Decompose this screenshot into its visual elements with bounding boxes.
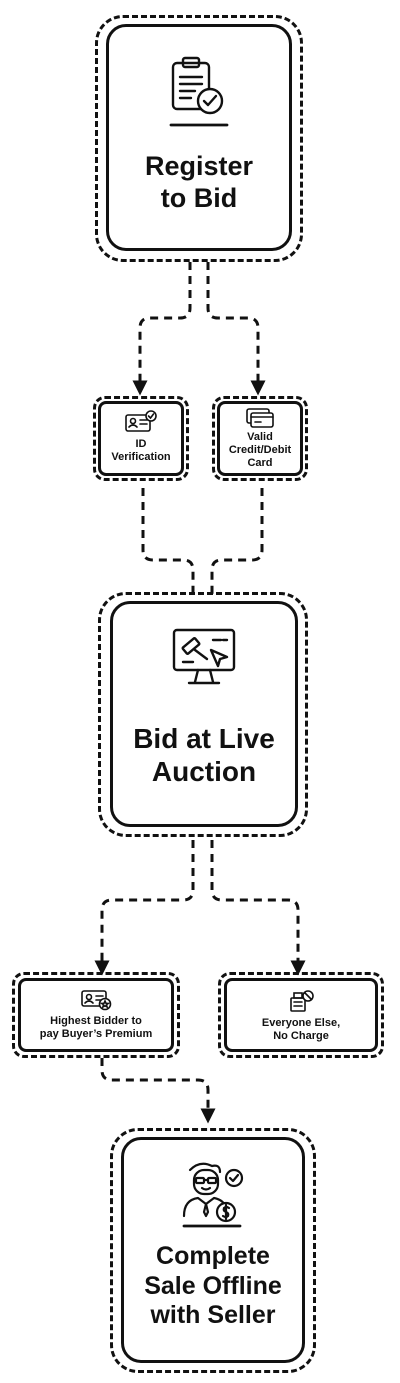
connector-bid-right [210, 840, 306, 976]
highest-bidder-label: Highest Bidder to pay Buyer’s Premium [39, 1015, 153, 1041]
connector-id-to-bid [141, 488, 195, 595]
connector-register-left [132, 262, 192, 396]
register-outer-frame [95, 15, 303, 262]
id-verification-box: ID Verification [98, 401, 184, 476]
complete-sale-box: Complete Sale Offline with Seller [121, 1137, 305, 1363]
no-charge-icon [287, 989, 315, 1013]
everyone-else-box: Everyone Else, No Charge [224, 978, 378, 1052]
businessman-dollar-icon [178, 1158, 248, 1230]
id-verification-outer-frame [93, 396, 189, 481]
register-label: Register to Bid [144, 151, 254, 213]
highest-bidder-outer-frame [12, 972, 180, 1058]
credit-card-outer-frame [212, 396, 308, 481]
complete-sale-label: Complete Sale Offline with Seller [144, 1242, 282, 1329]
bid-live-label: Bid at Live Auction [133, 723, 275, 788]
register-box: Register to Bid [106, 24, 292, 251]
clipboard-check-icon [167, 51, 231, 131]
gavel-monitor-icon [171, 626, 237, 692]
connector-register-right [206, 262, 266, 396]
connector-highest-to-complete [100, 1058, 216, 1124]
connector-card-to-bid [210, 488, 264, 595]
everyone-else-outer-frame [218, 972, 384, 1058]
id-card-check-icon [124, 410, 158, 434]
bid-live-box: Bid at Live Auction [110, 601, 298, 827]
credit-card-box: Valid Credit/Debit Card [217, 401, 303, 476]
complete-sale-outer-frame [110, 1128, 316, 1373]
highest-bidder-box: Highest Bidder to pay Buyer’s Premium [18, 978, 174, 1052]
bid-live-outer-frame [98, 592, 308, 837]
everyone-else-label: Everyone Else, No Charge [261, 1017, 341, 1043]
id-verification-label: ID Verification [111, 438, 171, 464]
connector-bid-left [94, 840, 195, 976]
credit-card-label: Valid Credit/Debit Card [228, 431, 292, 470]
id-card-star-icon [80, 989, 112, 1011]
credit-card-icon [245, 407, 275, 429]
